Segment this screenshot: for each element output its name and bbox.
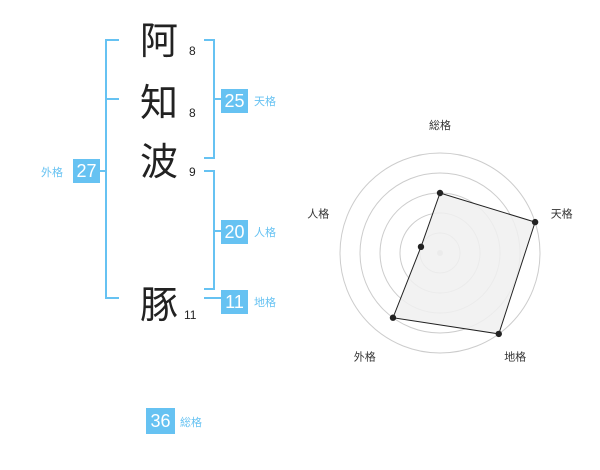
tenkaku-bracket-top bbox=[204, 39, 214, 41]
tenkaku-value-badge: 25 bbox=[221, 89, 248, 113]
jinkaku-connector bbox=[214, 230, 221, 232]
name-char-3: 波 bbox=[140, 140, 179, 184]
tenkaku-bracket-bottom bbox=[204, 157, 214, 159]
stroke-count-1: 8 bbox=[189, 44, 196, 58]
jinkaku-value-badge: 20 bbox=[221, 220, 248, 244]
gaikaku-value-badge: 27 bbox=[73, 159, 100, 183]
gaikaku-bracket-top bbox=[105, 39, 119, 41]
tenkaku-label: 天格 bbox=[254, 95, 276, 108]
gaikaku-connector bbox=[100, 170, 106, 172]
radar-axis-label-2: 天格 bbox=[551, 206, 573, 220]
jinkaku-bracket-top bbox=[204, 170, 214, 172]
stroke-count-4: 11 bbox=[184, 308, 197, 322]
radar-point-1 bbox=[436, 189, 444, 197]
stroke-count-2: 8 bbox=[189, 106, 196, 120]
name-char-1: 阿 bbox=[140, 19, 179, 63]
radar-ring bbox=[359, 172, 521, 334]
stroke-count-3: 9 bbox=[189, 165, 196, 179]
radar-axis-label-1: 総格 bbox=[429, 118, 451, 132]
jinkaku-label: 人格 bbox=[254, 226, 276, 239]
chikaku-value-badge: 11 bbox=[221, 290, 248, 314]
radar-point-4 bbox=[389, 314, 397, 321]
chikaku-connector bbox=[204, 297, 221, 299]
gaikaku-bracket-bottom bbox=[105, 297, 119, 299]
soukaku-value-badge: 36 bbox=[146, 408, 175, 434]
gaikaku-label: 外格 bbox=[41, 166, 63, 179]
jinkaku-bracket-bottom bbox=[204, 288, 214, 290]
radar-ring bbox=[339, 152, 541, 354]
radar-ring bbox=[399, 212, 481, 294]
soukaku-label: 総格 bbox=[180, 416, 202, 429]
name-char-4: 豚 bbox=[140, 283, 179, 327]
radar-axis-label-3: 地格 bbox=[504, 350, 526, 364]
radar-point-5 bbox=[417, 243, 425, 251]
radar-axis-label-5: 人格 bbox=[307, 206, 329, 220]
radar-axis-label-4: 外格 bbox=[354, 350, 376, 364]
gaikaku-bracket-mid bbox=[105, 98, 119, 100]
gaikaku-bracket bbox=[105, 39, 107, 299]
radar-point-2 bbox=[531, 218, 539, 226]
name-char-2: 知 bbox=[140, 81, 179, 125]
radar-center-dot bbox=[437, 250, 443, 256]
radar-area bbox=[392, 192, 536, 335]
radar-ring bbox=[379, 192, 501, 314]
chikaku-label: 地格 bbox=[254, 296, 276, 309]
radar-ring bbox=[419, 232, 461, 274]
radar-point-3 bbox=[495, 330, 502, 338]
tenkaku-connector bbox=[214, 98, 221, 100]
